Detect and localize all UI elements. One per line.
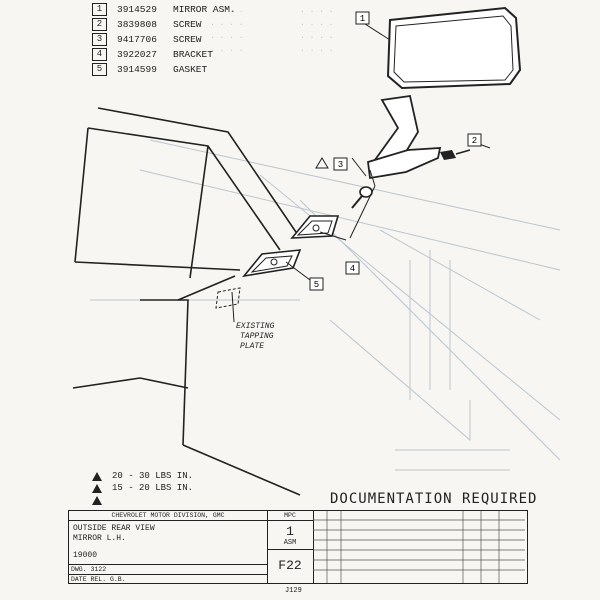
screw-part	[351, 186, 373, 209]
parts-row: 1 3914529 MIRROR ASM.	[92, 2, 236, 17]
triangle-icon	[92, 471, 102, 481]
part-number: 9417706	[117, 34, 157, 45]
background-vehicle-lines	[90, 139, 561, 471]
parts-row: 5 3914599 GASKET	[92, 62, 236, 77]
callout-box	[309, 277, 324, 291]
callout-box	[355, 11, 370, 25]
callout-label: 5	[314, 280, 319, 290]
legend-label: 15 - 20 LBS IN.	[112, 483, 194, 493]
mpc-value: 1	[286, 524, 294, 539]
part-callout: 4	[92, 48, 107, 61]
callout-box	[345, 261, 360, 275]
part-name: SCREW	[173, 19, 202, 30]
part-number: 3922027	[117, 49, 157, 60]
tapping-plate-outline	[215, 287, 241, 309]
existing-label-line: PLATE	[240, 342, 264, 351]
drawing-info: DWG. 3122 DATE REL. G.B.	[69, 564, 267, 584]
revision-grid	[313, 511, 525, 583]
division-header: CHEVROLET MOTOR DIVISION, GMC	[69, 511, 267, 521]
legend-row	[92, 494, 193, 506]
mpc-header: MPC	[267, 511, 313, 521]
part-callout: 1	[92, 3, 107, 16]
mpc-sub: ASM	[267, 539, 313, 550]
existing-label-line: TAPPING	[240, 332, 274, 341]
part-description: OUTSIDE REAR VIEW MIRROR L.H.	[69, 521, 267, 546]
ghost-text: . . . .. . . .. . . .. . . .	[300, 6, 334, 54]
group-code: F22	[278, 558, 302, 573]
part-number: 3914529	[117, 4, 157, 15]
gasket-part	[242, 249, 302, 278]
group-number: 19000	[73, 551, 98, 560]
title-block: CHEVROLET MOTOR DIVISION, GMC OUTSIDE RE…	[68, 510, 528, 584]
date-row: DATE REL. G.B.	[71, 576, 126, 583]
triangle-icon	[92, 483, 102, 493]
title-block-description: CHEVROLET MOTOR DIVISION, GMC OUTSIDE RE…	[69, 511, 268, 583]
bracket-part	[290, 215, 340, 239]
part-callout: 2	[92, 18, 107, 31]
documentation-required-heading: DOCUMENTATION REQUIRED	[330, 491, 538, 507]
callout-label: 2	[472, 136, 477, 146]
part-callout: 3	[92, 33, 107, 46]
part-name: MIRROR ASM.	[173, 4, 236, 15]
triangle-icon	[92, 495, 102, 505]
part-number: 3914599	[117, 64, 157, 75]
part-name: SCREW	[173, 34, 202, 45]
part-name: BRACKET	[173, 49, 213, 60]
parts-row: 3 9417706 SCREW	[92, 32, 236, 47]
description-line: MIRROR L.H.	[73, 534, 126, 543]
callout-box	[333, 157, 348, 171]
parts-list: 1 3914529 MIRROR ASM. 2 3839808 SCREW 3 …	[92, 2, 236, 77]
existing-label-line: EXISTING	[236, 322, 275, 331]
torque-legend: 20 - 30 LBS IN. 15 - 20 LBS IN.	[92, 470, 193, 506]
legend-row: 20 - 30 LBS IN.	[92, 470, 193, 482]
mirror-assembly	[367, 6, 522, 180]
torque-warning-icon	[315, 157, 329, 169]
mirror-screw-part	[440, 149, 471, 160]
callout-label: 4	[350, 264, 355, 274]
parts-row: 4 3922027 BRACKET	[92, 47, 236, 62]
drawing-row: DWG. 3122	[69, 565, 267, 575]
parts-row: 2 3839808 SCREW	[92, 17, 236, 32]
description-line: OUTSIDE REAR VIEW	[73, 524, 155, 533]
ghost-text: . . . .. . . .. . . .. . . .	[210, 6, 244, 54]
part-name: GASKET	[173, 64, 208, 75]
door-frame-lines	[72, 107, 301, 496]
legend-label: 20 - 30 LBS IN.	[112, 471, 194, 481]
legend-row: 15 - 20 LBS IN.	[92, 482, 193, 494]
page-label: J129	[285, 587, 302, 595]
callout-label: 3	[338, 160, 343, 170]
callout-label: 1	[360, 14, 365, 24]
part-number: 3839808	[117, 19, 157, 30]
part-callout: 5	[92, 63, 107, 76]
callout-box	[467, 133, 482, 147]
mpc-column: MPC 1 ASM F22	[267, 511, 314, 583]
